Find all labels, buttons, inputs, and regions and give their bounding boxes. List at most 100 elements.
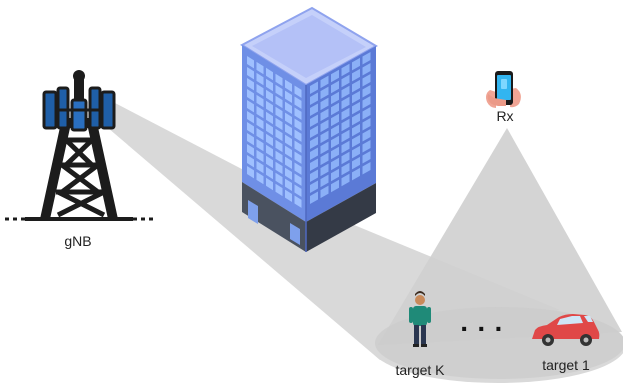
gnb-label: gNB — [64, 233, 91, 249]
window-pane — [331, 69, 339, 83]
window-pane — [362, 85, 371, 98]
window-pane — [310, 191, 318, 204]
window-pane — [285, 79, 292, 92]
window-pane — [256, 72, 264, 86]
window-pane — [294, 85, 302, 98]
window-pane — [310, 81, 318, 94]
window-pane — [320, 152, 329, 166]
window-pane — [247, 67, 254, 80]
window-pane — [256, 94, 264, 108]
rx-sensing-cone — [378, 128, 622, 345]
window-pane — [266, 100, 273, 114]
window-pane — [362, 118, 371, 131]
window-pane — [275, 150, 283, 164]
window-pane — [256, 149, 264, 163]
window-pane — [310, 169, 318, 182]
window-pane — [352, 57, 360, 71]
window-pane — [247, 111, 254, 124]
window-pane — [352, 145, 360, 159]
window-pane — [275, 95, 283, 109]
window-pane — [341, 74, 350, 88]
window-pane — [320, 97, 329, 111]
window-pane — [362, 74, 371, 87]
window-pane — [310, 180, 318, 193]
window-pane — [352, 167, 360, 181]
window-pane — [310, 114, 318, 127]
window-pane — [352, 134, 360, 148]
window-pane — [285, 178, 292, 191]
window-pane — [294, 195, 302, 208]
window-pane — [310, 158, 318, 171]
rx-label: Rx — [496, 108, 513, 124]
window-pane — [320, 163, 329, 177]
window-pane — [352, 112, 360, 126]
window-pane — [247, 166, 254, 179]
window-pane — [247, 78, 254, 91]
window-pane — [320, 174, 329, 188]
window-pane — [266, 78, 273, 92]
window-pane — [275, 106, 283, 120]
window-pane — [247, 122, 254, 135]
smartphone-icon — [486, 71, 521, 108]
building-windows-right — [310, 52, 371, 204]
window-pane — [362, 63, 371, 76]
window-pane — [362, 162, 371, 175]
window-pane — [285, 189, 292, 202]
window-pane — [352, 68, 360, 82]
window-pane — [331, 113, 339, 127]
window-pane — [285, 156, 292, 169]
antenna-panels — [42, 86, 116, 132]
window-pane — [266, 166, 273, 180]
window-pane — [362, 140, 371, 153]
window-pane — [331, 168, 339, 182]
window-pane — [352, 79, 360, 93]
window-pane — [352, 101, 360, 115]
window-pane — [275, 84, 283, 98]
window-pane — [247, 144, 254, 157]
window-pane — [310, 125, 318, 138]
window-pane — [256, 116, 264, 130]
window-pane — [320, 108, 329, 122]
window-pane — [256, 61, 264, 75]
window-pane — [285, 90, 292, 103]
window-pane — [266, 144, 273, 158]
window-pane — [247, 89, 254, 102]
window-pane — [275, 128, 283, 142]
window-pane — [310, 136, 318, 149]
window-pane — [275, 183, 283, 197]
window-pane — [266, 111, 273, 125]
window-pane — [331, 124, 339, 138]
window-pane — [294, 96, 302, 109]
window-pane — [362, 107, 371, 120]
window-pane — [266, 177, 273, 191]
window-pane — [362, 96, 371, 109]
window-pane — [275, 117, 283, 131]
window-pane — [310, 103, 318, 116]
window-pane — [294, 151, 302, 164]
window-pane — [285, 145, 292, 158]
window-pane — [331, 80, 339, 94]
window-pane — [294, 129, 302, 142]
window-pane — [352, 90, 360, 104]
window-pane — [331, 102, 339, 116]
cell-tower-icon — [5, 70, 153, 221]
window-pane — [275, 161, 283, 175]
window-pane — [256, 83, 264, 97]
window-pane — [341, 140, 350, 154]
window-pane — [320, 130, 329, 144]
window-pane — [285, 123, 292, 136]
target-k-label: target K — [395, 362, 445, 378]
window-pane — [294, 184, 302, 197]
window-pane — [331, 157, 339, 171]
window-pane — [331, 146, 339, 160]
window-pane — [247, 56, 254, 69]
building-windows-left — [247, 56, 302, 208]
window-pane — [341, 162, 350, 176]
window-pane — [275, 139, 283, 153]
window-pane — [352, 156, 360, 170]
window-pane — [331, 179, 339, 193]
window-pane — [341, 96, 350, 110]
window-pane — [341, 173, 350, 187]
window-pane — [294, 162, 302, 175]
window-pane — [294, 173, 302, 186]
